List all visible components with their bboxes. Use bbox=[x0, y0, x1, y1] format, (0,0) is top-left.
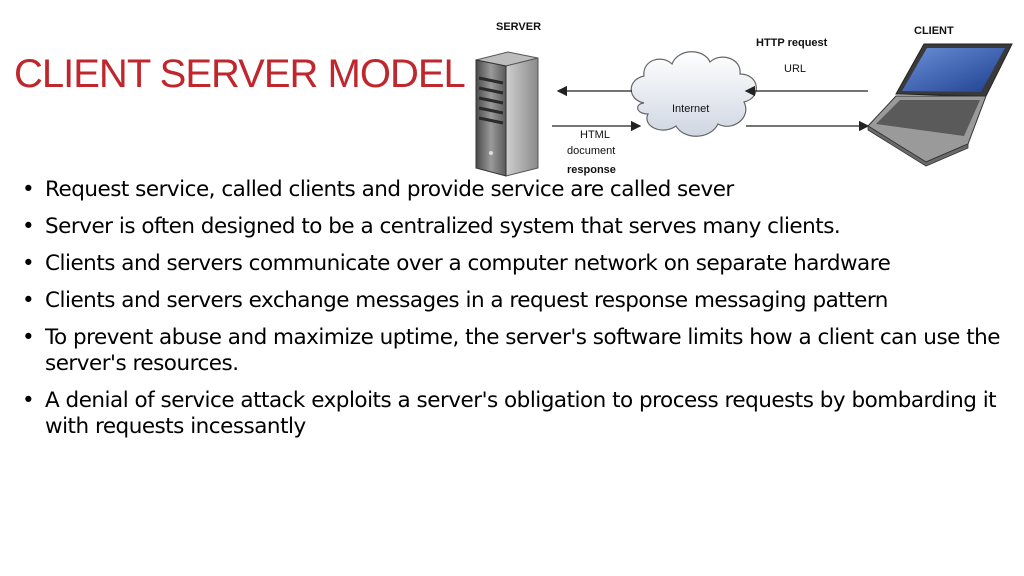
http-request-label: HTTP request bbox=[756, 37, 828, 49]
url-label: URL bbox=[784, 63, 806, 75]
server-label: SERVER bbox=[496, 21, 541, 33]
bullet-item: • Clients and servers exchange messages i… bbox=[20, 288, 1010, 314]
bullet-item: • Server is often designed to be a centra… bbox=[20, 214, 1010, 240]
bullet-item: • Request service, called clients and pro… bbox=[20, 177, 1010, 203]
bullet-marker: • bbox=[22, 214, 35, 239]
bullet-text: Clients and servers communicate over a c… bbox=[45, 251, 891, 276]
bullet-marker: • bbox=[22, 177, 35, 202]
bullet-marker: • bbox=[22, 325, 35, 350]
laptop-icon bbox=[867, 43, 1013, 167]
bullet-marker: • bbox=[22, 251, 35, 276]
bullet-item: • Clients and servers communicate over a … bbox=[20, 251, 1010, 277]
slide-title: CLIENT SERVER MODEL bbox=[14, 52, 466, 96]
bullet-marker: • bbox=[22, 288, 35, 313]
bullet-text: To prevent abuse and maximize uptime, th… bbox=[45, 325, 1001, 376]
response-label-html: HTML bbox=[580, 129, 610, 141]
bullet-text: Clients and servers exchange messages in… bbox=[45, 288, 888, 313]
bullet-text: A denial of service attack exploits a se… bbox=[45, 388, 997, 439]
bullet-text: Request service, called clients and prov… bbox=[45, 177, 734, 202]
client-label: CLIENT bbox=[914, 25, 954, 37]
cloud-icon bbox=[630, 51, 757, 137]
client-server-diagram: SERVER Internet HTTP request URL HTML do… bbox=[456, 8, 1016, 184]
server-icon bbox=[475, 51, 539, 177]
response-label-document: document bbox=[567, 145, 615, 157]
bullet-list: • Request service, called clients and pro… bbox=[20, 177, 1010, 451]
cloud-label: Internet bbox=[672, 103, 709, 115]
bullet-text: Server is often designed to be a central… bbox=[45, 214, 841, 239]
bullet-item: • To prevent abuse and maximize uptime, t… bbox=[20, 325, 1010, 377]
bullet-item: • A denial of service attack exploits a s… bbox=[20, 388, 1010, 440]
response-label-response: response bbox=[567, 164, 616, 176]
bullet-marker: • bbox=[22, 388, 35, 413]
